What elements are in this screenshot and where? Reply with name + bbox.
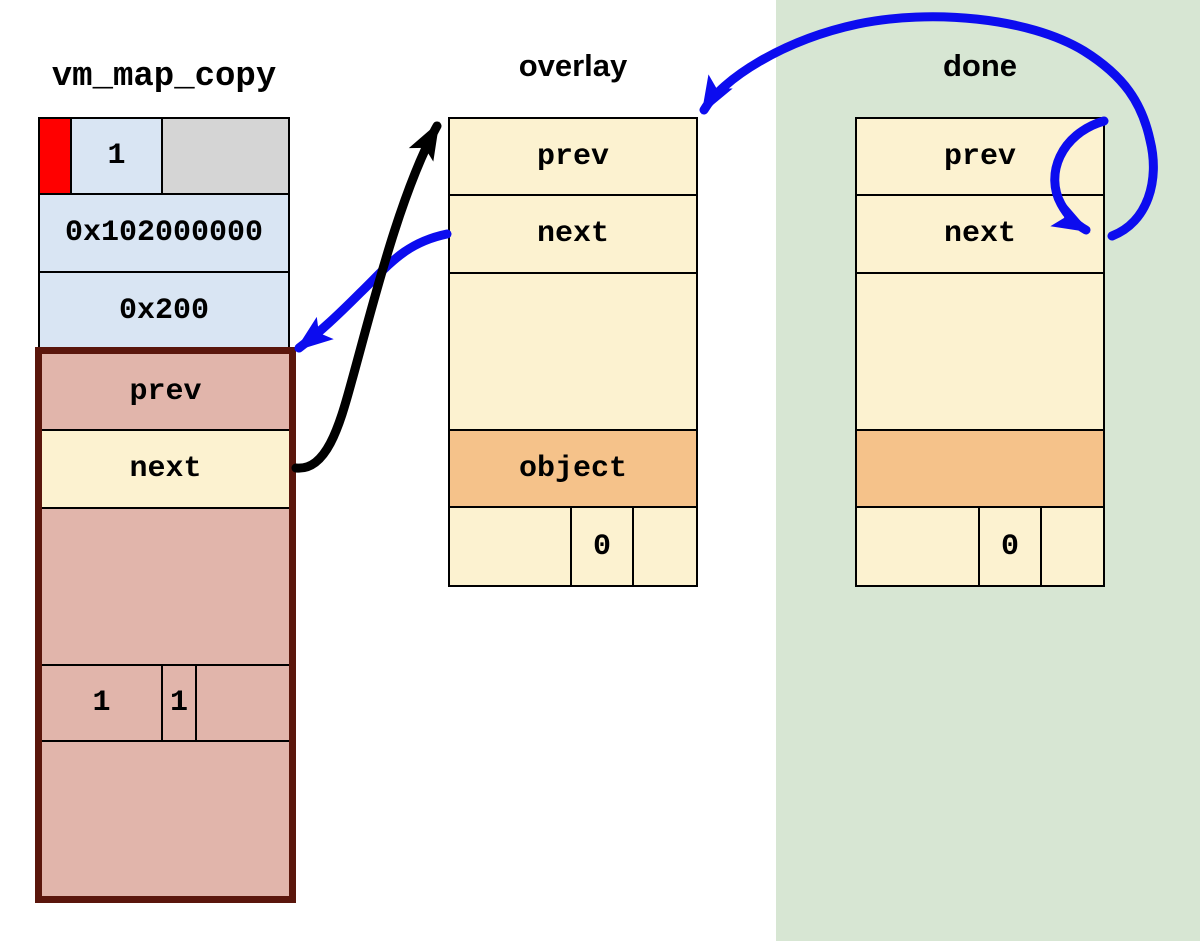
overlay-next-cell: next <box>450 196 696 274</box>
overlay-title: overlay <box>518 48 628 83</box>
vm-entries-next-cell: next <box>42 431 289 509</box>
vm-entries-flag-left-cell: 1 <box>42 666 163 740</box>
done-object-cell <box>857 429 1103 508</box>
overlay-box: prev next object 0 <box>448 117 698 587</box>
done-box: prev next 0 <box>855 117 1105 587</box>
vm-map-copy-type-row: 1 <box>40 119 288 195</box>
done-next-cell: next <box>857 196 1103 274</box>
vm-entries-prev-cell: prev <box>42 354 289 431</box>
vm-entries-flags-empty-cell <box>197 666 289 740</box>
vm-entries-flag-right-cell: 1 <box>163 666 197 740</box>
overlay-object-cell: object <box>450 429 696 508</box>
done-title: done <box>942 48 1018 83</box>
done-prev-cell: prev <box>857 119 1103 196</box>
vm-map-copy-address-cell: 0x102000000 <box>40 195 288 273</box>
vm-map-copy-header-box: 1 0x102000000 0x200 <box>38 117 290 351</box>
overlay-bottom-row: 0 <box>450 508 696 585</box>
overlay-bottom-empty-right-cell <box>634 508 696 585</box>
arrow-overlay-next-to-vm-map-copy <box>294 229 452 353</box>
vm-map-copy-type-cell: 1 <box>72 119 163 193</box>
overlay-bottom-empty-left-cell <box>450 508 572 585</box>
done-zero-cell: 0 <box>980 508 1042 585</box>
overlay-zero-cell: 0 <box>572 508 634 585</box>
done-bottom-empty-right-cell <box>1042 508 1103 585</box>
vm-map-copy-gray-cell <box>163 119 288 193</box>
vm-map-copy-size-cell: 0x200 <box>118 294 209 328</box>
overlay-prev-cell: prev <box>450 119 696 196</box>
done-bottom-empty-left-cell <box>857 508 980 585</box>
done-bottom-row: 0 <box>857 508 1103 585</box>
vm-map-copy-title: vm_map_copy <box>51 58 277 96</box>
vm-entries-flags-row: 1 1 <box>42 664 289 742</box>
vm-map-copy-red-flag-cell <box>40 119 72 193</box>
arrow-vm-next-to-overlay <box>291 121 442 473</box>
vm-map-copy-entries-box: prev next 1 1 <box>35 347 296 903</box>
